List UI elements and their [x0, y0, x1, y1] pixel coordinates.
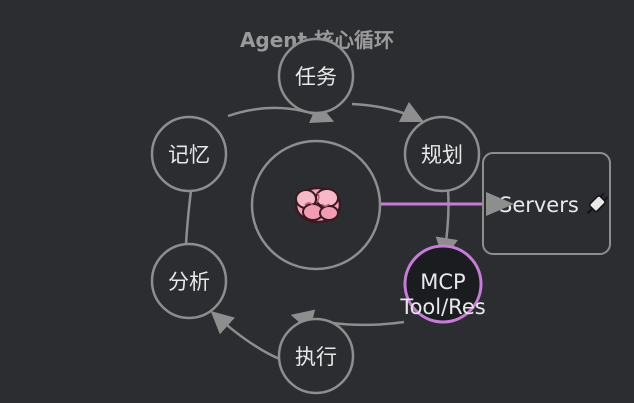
brain-icon: [294, 186, 342, 224]
arrow-memory-to-task: [227, 102, 335, 124]
center-node[interactable]: [250, 139, 382, 271]
arrow-task-to-plan: [351, 101, 425, 123]
node-memory[interactable]: 记忆: [150, 115, 228, 193]
plug-icon: [586, 192, 609, 215]
servers-box[interactable]: Servers: [482, 152, 611, 255]
node-execute[interactable]: 执行: [277, 317, 355, 395]
node-plan[interactable]: 规划: [403, 115, 481, 193]
arrow-mcp-to-execute: [290, 309, 405, 332]
servers-arrowhead: [486, 192, 514, 216]
node-execute-label: 执行: [295, 345, 337, 369]
arrow-execute-to-analyze: [210, 310, 283, 362]
node-task[interactable]: 任务: [277, 37, 355, 115]
node-analyze[interactable]: 分析: [150, 242, 228, 320]
node-task-label: 任务: [295, 65, 337, 89]
node-plan-label: 规划: [421, 143, 463, 167]
node-mcp-label: MCP: [420, 270, 465, 294]
servers-label: Servers: [499, 193, 579, 217]
node-analyze-label: 分析: [168, 270, 210, 294]
node-mcp-sublabel: Tool/Res: [399, 295, 485, 319]
node-memory-label: 记忆: [168, 143, 210, 167]
node-mcp[interactable]: MCP Tool/Res: [399, 244, 486, 324]
